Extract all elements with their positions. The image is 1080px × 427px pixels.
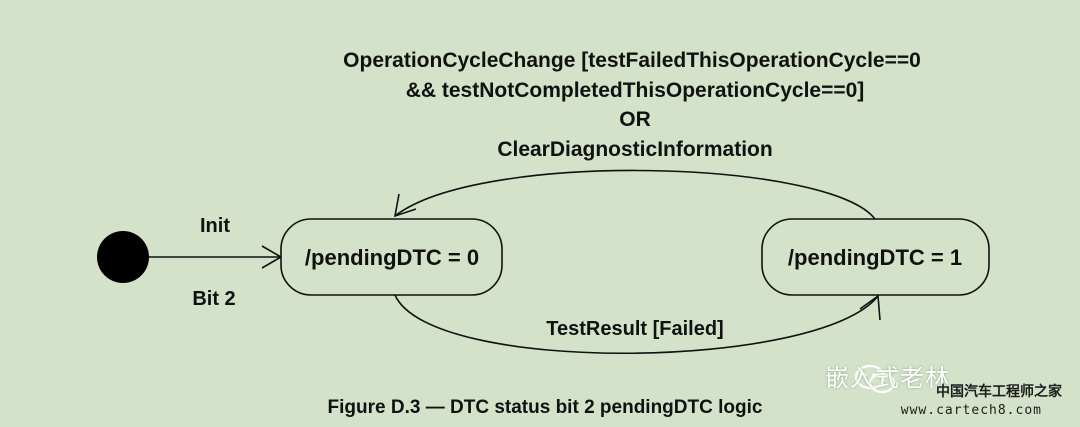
watermark-subtitle: 中国汽车工程师之家 [936,384,1062,400]
bit2-label: Bit 2 [192,288,235,310]
failed-transition-label: TestResult [Failed] [546,318,723,340]
initial-node [97,231,149,283]
init-label: Init [200,215,230,237]
failed-transition-arc [394,294,879,355]
state-pending-1-label: /pendingDTC = 1 [788,245,962,270]
failed-arrowhead [859,294,881,321]
transition-label-line4: ClearDiagnosticInformation [497,138,772,161]
state-pending-1 [761,218,990,296]
state-pending-0 [280,218,503,296]
transition-label-line1: OperationCycleChange [testFailedThisOper… [343,49,921,72]
watermark-url: www.cartech8.com [900,403,1042,418]
state-pending-0-label: /pendingDTC = 0 [305,245,479,270]
transition-label-line2: && testNotCompletedThisOperationCycle==0… [406,79,865,102]
wechat-logo-icon [854,364,896,394]
reset-transition-arc [394,169,876,220]
watermark-brand: 嵌入式老林 [825,364,950,392]
figure-caption: Figure D.3 — DTC status bit 2 pendingDTC… [328,397,763,418]
reset-arrowhead [393,193,417,218]
transition-label-or: OR [619,108,651,131]
